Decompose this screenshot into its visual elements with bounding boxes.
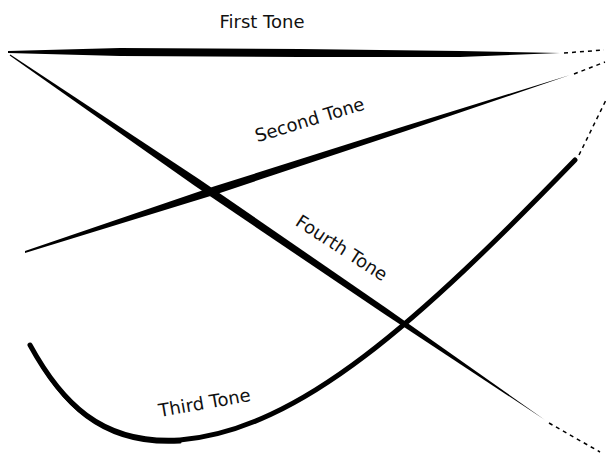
- third-tone-stroke-edge: [30, 345, 180, 442]
- tone-label: Second Tone: [251, 93, 369, 146]
- second-tone-trail: [574, 62, 605, 74]
- tone-label: Fourth Tone: [291, 210, 393, 286]
- tone-label: Third Tone: [155, 385, 254, 421]
- third-tone-stroke: [30, 160, 575, 440]
- fourth-tone-stroke: [10, 55, 545, 420]
- first-tone-stroke: [8, 48, 560, 57]
- first-tone-trail: [564, 50, 604, 53]
- tone-label: First Tone: [217, 12, 306, 32]
- fourth-tone-trail: [549, 423, 600, 452]
- third-tone-trail: [579, 100, 606, 155]
